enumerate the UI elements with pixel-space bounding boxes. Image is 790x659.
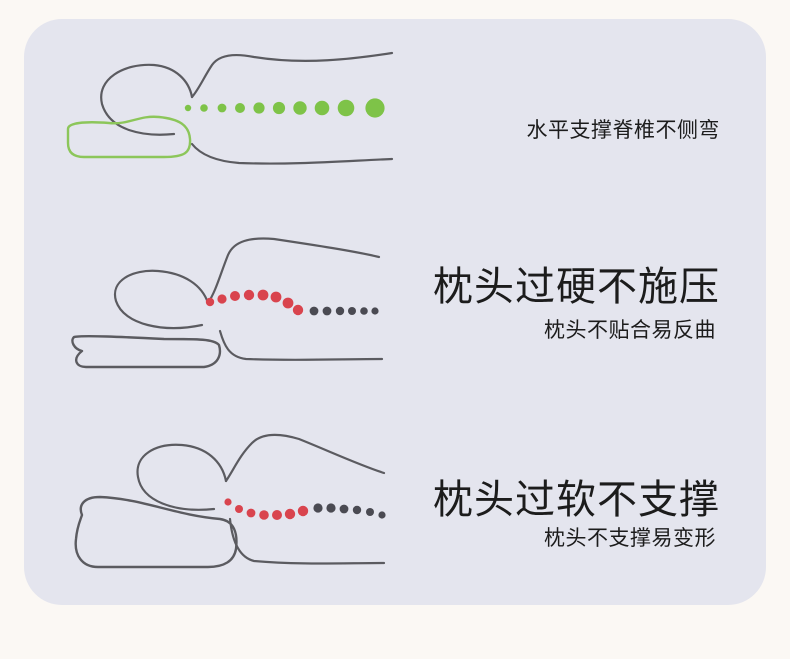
pillow-correct — [66, 115, 192, 159]
neck-shoulder-1 — [190, 51, 394, 99]
too-hard-illustration — [71, 237, 384, 369]
headline-too-soft: 枕头过软不支撑 — [433, 477, 720, 523]
caption-too-hard: 枕头不贴合易反曲 — [544, 318, 716, 342]
comparison-card: 水平支撑脊椎不侧弯 枕头过硬不施压 枕头不贴合易反曲 枕头过软不支撑 枕头不支撑… — [24, 19, 766, 605]
head-outline-1 — [100, 63, 194, 136]
body-bottom-1 — [190, 142, 394, 165]
spine-dots-too-soft — [224, 498, 386, 520]
body-bottom-3 — [228, 517, 386, 565]
spine-dots-correct — [184, 98, 385, 118]
too-soft-illustration — [74, 433, 386, 569]
caption-correct: 水平支撑脊椎不侧弯 — [526, 118, 720, 142]
headline-too-hard: 枕头过硬不施压 — [433, 264, 720, 310]
head-outline-3 — [136, 443, 228, 511]
correct-posture-illustration — [100, 51, 394, 165]
pillow-hard — [71, 334, 222, 369]
caption-too-soft: 枕头不支撑易变形 — [544, 526, 716, 550]
neck-shoulder-2 — [206, 237, 381, 305]
sleep-posture-illustrations — [66, 51, 394, 569]
pillow-soft — [74, 495, 238, 569]
spine-dots-too-hard — [205, 289, 379, 316]
neck-shoulder-3 — [224, 433, 386, 483]
head-outline-2 — [113, 269, 210, 330]
body-bottom-2 — [218, 329, 384, 361]
